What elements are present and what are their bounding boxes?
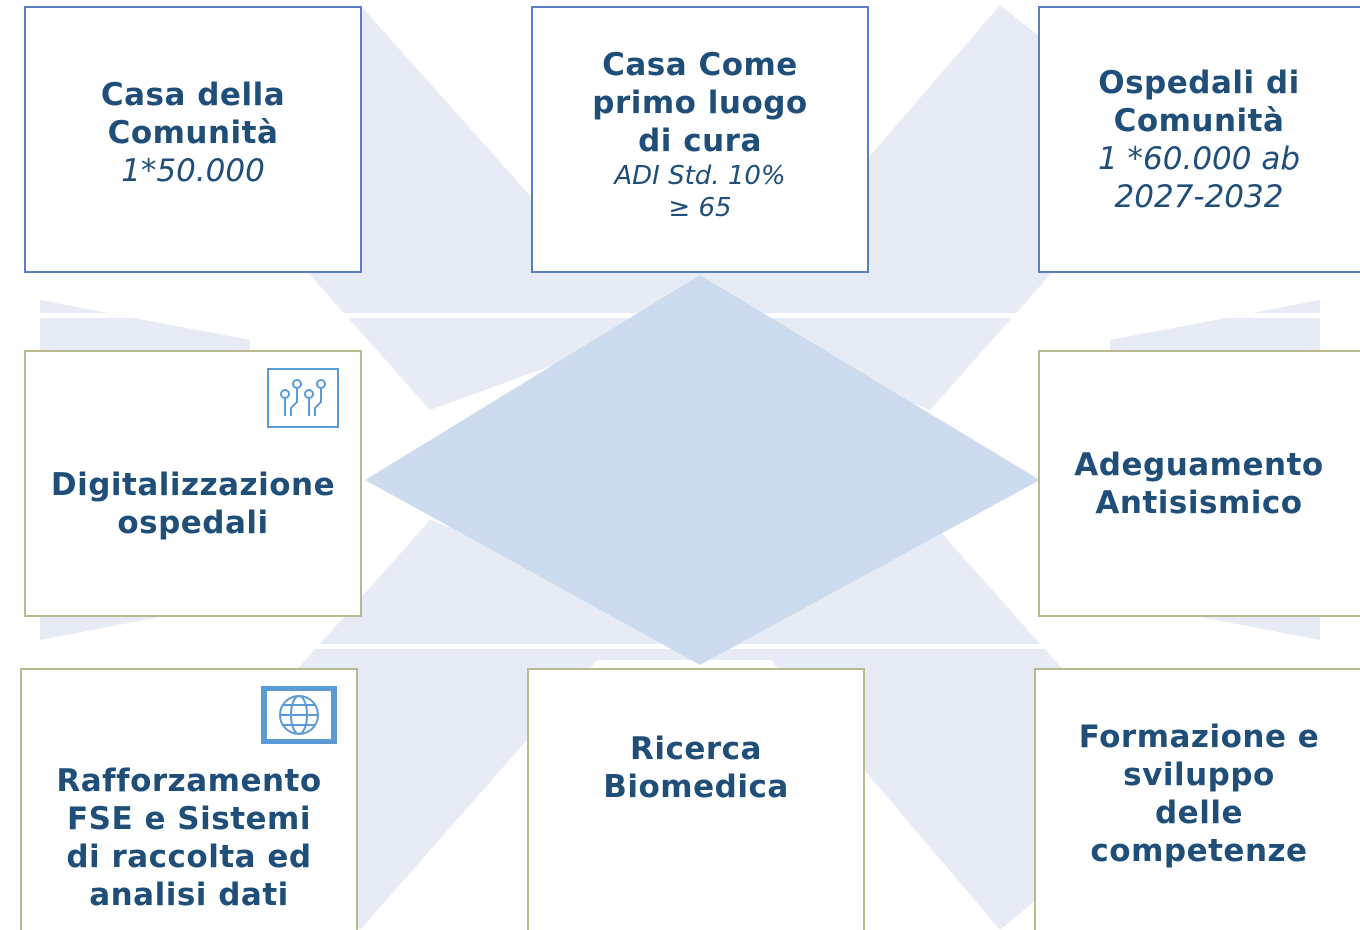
box-formazione-competenze: Formazione e sviluppo delle competenze (1034, 668, 1360, 930)
box-casa-primo-luogo-di-cura: Casa Come primo luogo di cura ADI Std. 1… (531, 6, 869, 273)
box-title: Digitalizzazione ospedali (50, 466, 336, 541)
box-title: Formazione e sviluppo delle competenze (1078, 719, 1320, 869)
box-subtitle: 1 *60.000 ab 2027-2032 (1097, 140, 1301, 215)
box-adeguamento-antisismico: Adeguamento Antisismico (1038, 350, 1360, 617)
globe-icon (260, 685, 338, 745)
circuit-icon (267, 368, 339, 428)
box-title: Rafforzamento FSE e Sistemi di raccolta … (56, 763, 322, 913)
center-diamond (365, 275, 1040, 665)
box-title: Ricerca Biomedica (603, 731, 789, 805)
box-ricerca-biomedica: Ricerca Biomedica (527, 668, 865, 930)
box-title: Ospedali di Comunità (1098, 64, 1300, 139)
box-title: Adeguamento Antisismico (1074, 446, 1324, 521)
box-casa-della-comunita: Casa della Comunità 1*50.000 (24, 6, 362, 273)
box-ospedali-di-comunita: Ospedali di Comunità 1 *60.000 ab 2027-2… (1038, 6, 1360, 273)
box-subtitle: 1*50.000 (121, 152, 265, 189)
box-subtitle: ADI Std. 10% ≥ 65 (614, 160, 786, 223)
box-title: Casa Come primo luogo di cura (592, 46, 808, 159)
box-title: Casa della Comunità (100, 76, 286, 151)
